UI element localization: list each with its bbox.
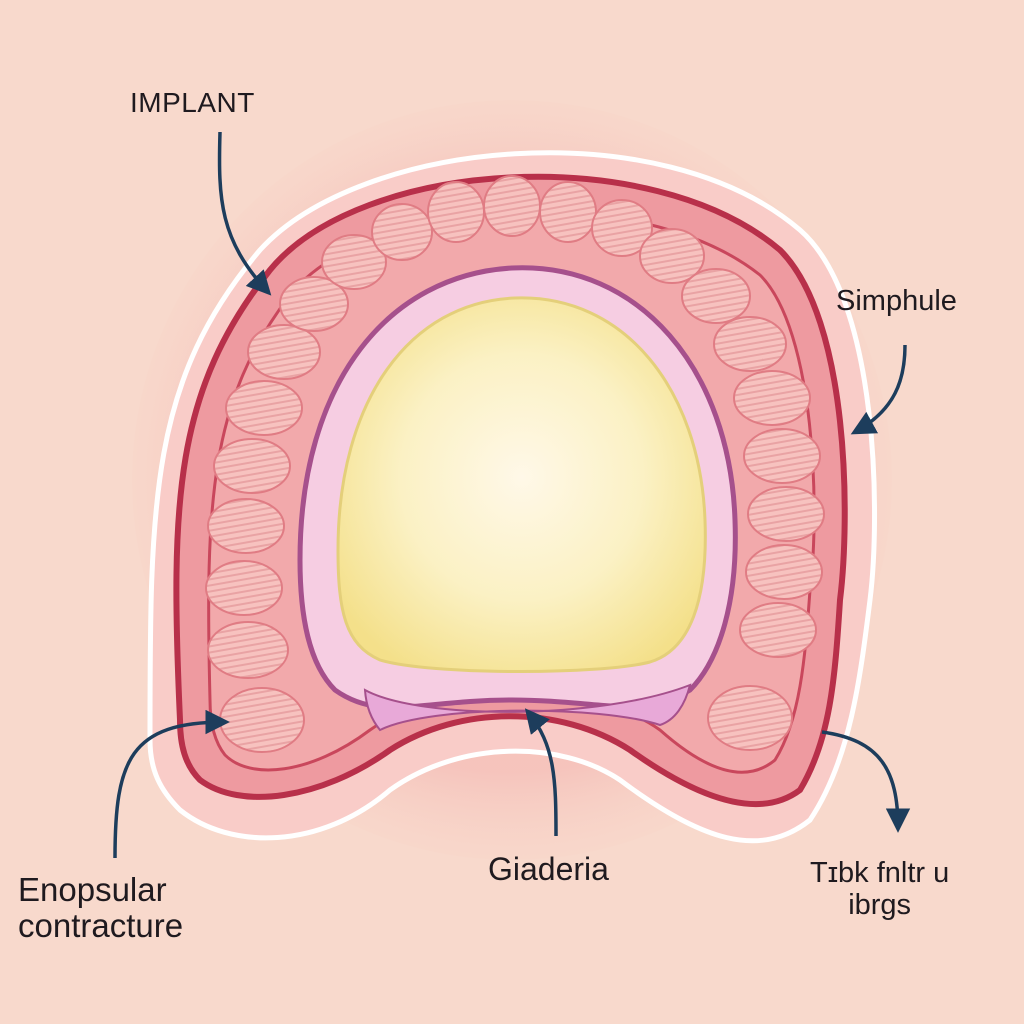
cell — [745, 544, 823, 600]
simphule-arrow — [850, 344, 907, 435]
tubk-label-line2: ibrgs — [848, 888, 912, 921]
cell — [707, 685, 793, 751]
cell — [207, 498, 285, 554]
cell — [207, 621, 289, 679]
cell — [279, 276, 349, 332]
cell — [213, 438, 291, 494]
cell — [539, 181, 597, 243]
tubk-label-line1: Tɪbk fnltr u — [810, 857, 950, 889]
enopsular-label: Enopsular contracture — [18, 871, 184, 945]
giaderia-arrow — [524, 708, 558, 837]
cell — [747, 486, 825, 542]
cell — [427, 181, 485, 243]
implant-arrow — [217, 131, 272, 296]
cell — [205, 560, 283, 616]
tubk-arrow — [821, 730, 911, 833]
cell — [371, 203, 433, 261]
giaderia-label: Giaderia — [488, 851, 609, 887]
cell-group — [205, 175, 825, 753]
cell — [483, 175, 541, 237]
cell — [225, 380, 303, 436]
cell — [739, 602, 817, 658]
cell — [639, 228, 705, 284]
cell — [219, 687, 305, 753]
enopsular-label-line2: contracture — [18, 907, 184, 945]
simphule-label: Simphule — [836, 285, 957, 317]
enopsular-label-line1: Enopsular — [18, 871, 167, 908]
cell — [321, 234, 387, 290]
implant-core — [336, 296, 707, 674]
tubk-label: Tɪbk fnltr u ibrgs — [810, 857, 950, 922]
cell — [591, 199, 653, 257]
cell — [247, 324, 321, 380]
cell — [743, 428, 821, 484]
cell — [713, 316, 787, 372]
cell — [681, 268, 751, 324]
membrane-bridge — [363, 683, 692, 732]
cell — [733, 370, 811, 426]
enopsular-arrow — [113, 709, 230, 859]
implant-label: IMPLANT — [130, 87, 255, 118]
